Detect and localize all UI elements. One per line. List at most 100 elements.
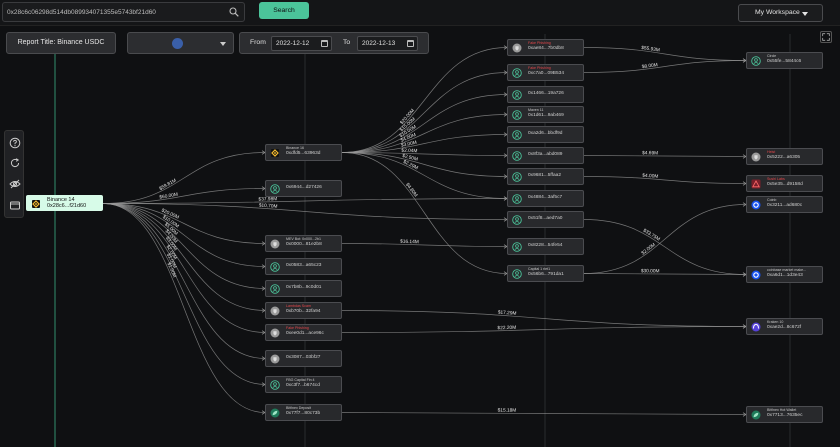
node-address: 0x6944...d27426 xyxy=(286,185,322,190)
edge-n3000-m8228[interactable] xyxy=(341,243,508,247)
node-m4884[interactable]: 0x4884...3af5c7 xyxy=(507,190,584,207)
search-box[interactable] xyxy=(2,2,245,22)
node-address: 0x8f3a...abd089 xyxy=(528,152,563,157)
node-label: Bitfinex Deposit xyxy=(286,406,311,410)
edge-b16-m9681[interactable] xyxy=(341,152,508,177)
person-icon xyxy=(512,151,522,161)
edge-root-n70b[interactable] xyxy=(102,203,266,311)
node-m8f3a[interactable]: 0x8f3a...abd089 xyxy=(507,147,584,164)
person-icon xyxy=(270,262,280,272)
edge-root-n3087[interactable] xyxy=(102,203,266,359)
calendar-icon[interactable] xyxy=(321,40,328,47)
edge-root-n0583[interactable] xyxy=(102,203,266,267)
edge-b16-capital1[interactable] xyxy=(341,152,508,274)
node-n7b8b[interactable]: 0x7b8b...9c0d01 xyxy=(265,280,342,297)
graph-toolbar xyxy=(4,130,24,218)
node-n6944[interactable]: 0x6944...d27426 xyxy=(265,180,342,197)
refresh-icon[interactable] xyxy=(9,157,21,169)
workspace-dropdown[interactable]: My Workspace xyxy=(738,4,823,22)
edge-b16-m8f3a[interactable] xyxy=(341,152,508,156)
edge-b16-m1466[interactable] xyxy=(341,94,508,153)
edge-root-n7b8b[interactable] xyxy=(102,203,266,289)
search-input[interactable] xyxy=(7,5,227,19)
edge-m4a-circle[interactable] xyxy=(583,47,747,61)
edge-m8f3a-r5222[interactable] xyxy=(583,155,747,157)
edge-b16-ma2d6[interactable] xyxy=(341,134,508,153)
edge-amount-label: $4.80M xyxy=(404,182,418,198)
node-n3087[interactable]: 0x3087...03bf27 xyxy=(265,350,342,367)
edge-m51f8-cbmm[interactable] xyxy=(583,219,747,275)
edge-capital1-coinbase[interactable] xyxy=(583,204,747,274)
eye-off-icon[interactable] xyxy=(9,178,21,190)
to-date-field[interactable]: 2022-12-13 xyxy=(357,36,418,51)
from-date-field[interactable]: 2022-12-12 xyxy=(271,36,332,51)
edge-b16-m4884[interactable] xyxy=(341,152,508,199)
edge-nee0-kraken[interactable] xyxy=(341,326,747,333)
node-m1466[interactable]: 0x1466...19a726 xyxy=(507,86,584,103)
edge-root-m4884[interactable] xyxy=(102,198,508,204)
edge-bitfinex-bithot[interactable] xyxy=(341,412,747,415)
search-icon[interactable] xyxy=(229,7,239,17)
node-label: Fake Phishing xyxy=(528,41,551,45)
edge-root-nee0[interactable] xyxy=(102,203,266,333)
node-n0583[interactable]: 0x0583...a65c23 xyxy=(265,258,342,275)
edge-b16-m7a0[interactable] xyxy=(341,72,508,153)
edge-root-b16[interactable] xyxy=(102,152,266,204)
search-button[interactable]: Search xyxy=(259,2,309,19)
node-address: 0x8228...54fe54 xyxy=(528,243,563,248)
node-label: Binance 14 xyxy=(47,197,75,203)
workspace-label: My Workspace xyxy=(755,9,800,16)
edge-root-m51f8[interactable] xyxy=(102,203,508,220)
edge-m9681-r5e35[interactable] xyxy=(583,176,747,184)
edge-root-n6944[interactable] xyxy=(102,188,266,204)
node-address: 0x5e35...d9158d xyxy=(767,182,803,187)
edge-root-n3000[interactable] xyxy=(102,203,266,244)
node-label: Coinb xyxy=(767,198,777,202)
edge-amount-label: $55.93M xyxy=(641,45,660,54)
node-address: 0x4884...3af5c7 xyxy=(528,195,563,200)
node-m51f8[interactable]: 0x51f8...aed7a0 xyxy=(507,211,584,228)
node-cbmm[interactable]: coinbase market make...0xa6d1...1d3e43 xyxy=(746,266,823,283)
edge-b16-maven[interactable] xyxy=(341,114,508,153)
asset-select[interactable] xyxy=(127,32,234,54)
edge-root-fbg[interactable] xyxy=(102,203,266,385)
leaf-icon xyxy=(270,408,280,418)
edge-root-bitfinex[interactable] xyxy=(102,203,266,413)
node-address: 0xae2d...8c672f xyxy=(767,325,802,330)
edge-amount-label: $1.00M xyxy=(165,262,177,279)
node-address: 0x55fe...5844c6 xyxy=(767,59,802,64)
wallet-icon[interactable] xyxy=(9,199,21,211)
edge-amount-label: $16.14M xyxy=(400,239,419,246)
calendar-icon[interactable] xyxy=(407,40,414,47)
edge-n70b-kraken[interactable] xyxy=(341,310,747,327)
node-m9681[interactable]: 0x9681...5ffaa2 xyxy=(507,168,584,185)
node-ma2d6[interactable]: 0xa2d6...bbdf9d xyxy=(507,126,584,143)
report-title[interactable]: Report Title: Binance USDC xyxy=(6,32,116,54)
node-m8228[interactable]: 0x8228...54fe54 xyxy=(507,238,584,255)
edge-capital1-cbmm[interactable] xyxy=(583,273,747,275)
help-icon[interactable] xyxy=(9,137,21,149)
edge-amount-label: $2.04M xyxy=(401,148,417,155)
edge-b16-m4a[interactable] xyxy=(341,47,508,153)
edge-amount-label: $30.00M xyxy=(641,268,660,274)
fullscreen-icon[interactable] xyxy=(820,31,832,43)
edge-m7a0-circle[interactable] xyxy=(583,60,747,73)
